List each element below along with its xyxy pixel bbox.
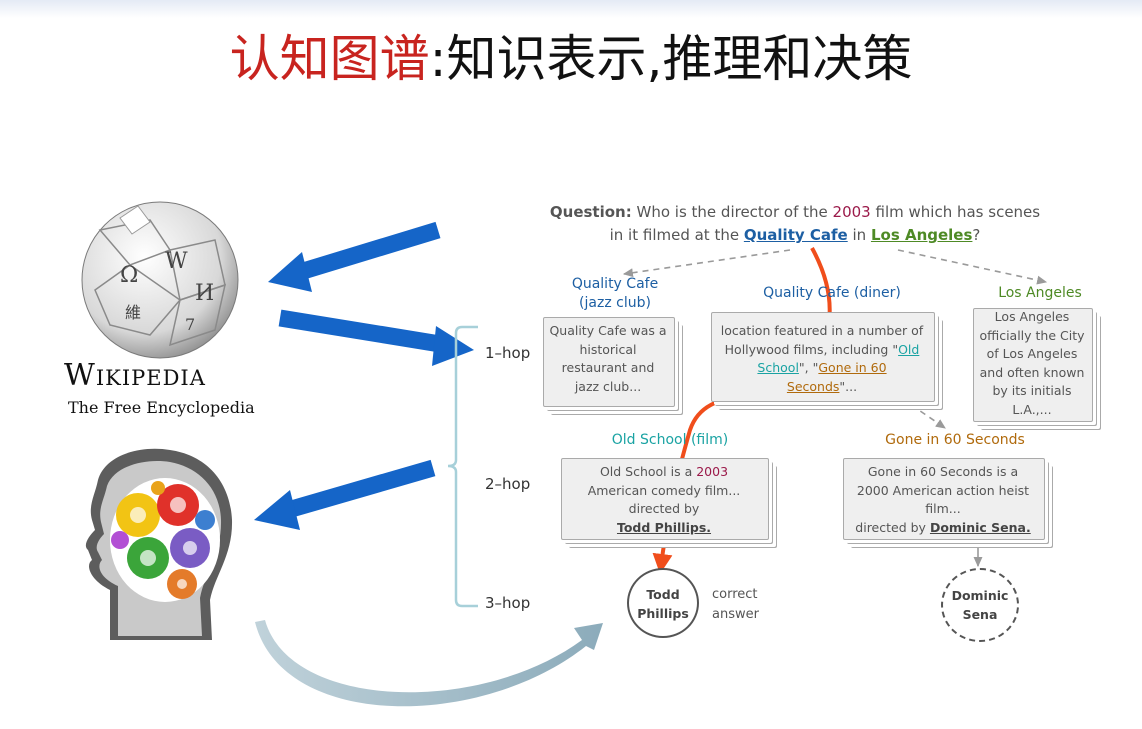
qc-jazz-line-2: historical — [579, 341, 637, 357]
answer-dominic-line-2: Sena — [962, 607, 998, 622]
wikipedia-globe-icon: Ω W И 維 7 — [81, 201, 239, 359]
qc-diner-link-school[interactable]: School — [757, 360, 799, 375]
card-qc-diner — [711, 312, 935, 402]
gone60-line-3: film... — [925, 501, 961, 516]
svg-text:維: 維 — [125, 303, 141, 322]
title-black-part: :知识表示,推理和决策 — [429, 30, 913, 88]
card-old-school — [561, 458, 769, 540]
hop-bracket — [447, 325, 478, 608]
gone60-line-2: 2000 American action heist — [856, 482, 1030, 498]
qc-diner-end: "... — [839, 378, 858, 394]
qc-diner-line-1: location featured in a number of — [720, 323, 924, 338]
svg-text:W: W — [165, 249, 188, 274]
svg-text:И: И — [195, 281, 214, 306]
old-school-line-3: directed by — [628, 501, 700, 516]
qc-diner-line-2: Hollywood films, including " — [724, 341, 899, 357]
card-la — [973, 308, 1093, 422]
question-text-b: film which has scenes — [875, 203, 1041, 221]
answer-node-todd-phillips: Todd Phillips — [627, 568, 699, 638]
arrow-wikipedia-to-1hop — [278, 309, 474, 366]
card-text-qc-diner: location featured in a number of Hollywo… — [711, 322, 933, 396]
correct-answer-note-1: correct — [712, 587, 758, 602]
gone60-director: Dominic Sena. — [929, 519, 1031, 535]
slide-title: 认知图谱:知识表示,推理和决策 — [0, 22, 1142, 96]
old-school-pre: Old School is a — [599, 464, 693, 479]
qc-diner-link-seconds[interactable]: Seconds — [786, 378, 840, 394]
qc-jazz-title: Quality Cafe — [571, 276, 659, 292]
old-school-year: 2003 — [696, 464, 729, 479]
hop-label-3: 3–hop — [485, 594, 531, 612]
answer-node-dominic-sena: Dominic Sena — [941, 568, 1019, 642]
node-title-gone60: Gone in 60 Seconds — [885, 432, 1025, 448]
brain-gears-icon — [85, 448, 233, 640]
la-line-5: by its initials — [992, 383, 1072, 398]
correct-answer-label: correct answer — [712, 585, 759, 625]
qc-diner-link-gone[interactable]: Gone in 60 — [818, 360, 887, 375]
qc-diner-link-old[interactable]: Old — [898, 341, 920, 357]
wikipedia-tagline: The Free Encyclopedia — [68, 398, 255, 417]
card-gone60 — [843, 458, 1045, 540]
la-line-1: Los Angeles — [994, 309, 1070, 324]
gone60-line-1: Gone in 60 Seconds is a — [867, 464, 1019, 479]
node-title-old-school: Old School (film) — [611, 432, 729, 448]
la-line-3: of Los Angeles — [986, 346, 1078, 361]
title-red-part: 认知图谱 — [229, 30, 430, 88]
question-year: 2003 — [832, 203, 871, 221]
answer-todd-line-2: Phillips — [637, 606, 689, 621]
question-text-a: Who is the director of the — [636, 203, 828, 221]
question-end: ? — [972, 226, 981, 244]
hop-label-2: 2–hop — [485, 475, 531, 493]
question-line-2: in it filmed at the Quality Cafe in Los … — [500, 224, 1090, 247]
qc-diner-mid: ", " — [798, 360, 819, 375]
wikipedia-wordmark: Wikipedia — [64, 358, 206, 393]
top-band — [0, 0, 1142, 18]
la-line-6: L.A.,... — [1012, 401, 1052, 417]
answer-dominic-line-1: Dominic — [951, 588, 1009, 603]
question-text-c: in it filmed at the — [609, 226, 740, 244]
qc-jazz-title2: (jazz club) — [579, 295, 651, 311]
svg-text:Ω: Ω — [120, 263, 138, 288]
question-text-d: in — [852, 226, 867, 244]
la-line-4: and often known — [979, 364, 1085, 380]
question-place: Quality Cafe — [743, 226, 848, 244]
correct-answer-note-2: answer — [712, 607, 759, 622]
qc-jazz-line-3: restaurant and — [561, 360, 655, 375]
card-text-old-school: Old School is a 2003 American comedy fil… — [561, 463, 767, 537]
question-line-1: Question: Who is the director of the 200… — [500, 201, 1090, 224]
old-school-director: Todd Phillips. — [616, 519, 712, 535]
node-title-la: Los Angeles — [998, 285, 1082, 301]
answer-todd-line-1: Todd — [646, 587, 680, 602]
arrow-2hop-to-brain — [254, 459, 436, 530]
question-city: Los Angeles — [870, 226, 973, 244]
curved-arrow-to-answer — [255, 620, 603, 707]
card-qc-jazz — [543, 317, 675, 407]
svg-text:7: 7 — [185, 315, 195, 334]
card-text-gone60: Gone in 60 Seconds is a 2000 American ac… — [843, 463, 1043, 537]
node-title-qc-diner: Quality Cafe (diner) — [763, 285, 901, 301]
node-title-qc-jazz: Quality Cafe (jazz club) — [540, 275, 690, 313]
card-text-qc-jazz: Quality Cafe was a historical restaurant… — [543, 322, 673, 396]
qc-jazz-line-4: jazz club... — [574, 378, 642, 394]
gone60-line-4: directed by — [855, 519, 926, 535]
card-text-la: Los Angeles officially the City of Los A… — [973, 308, 1091, 419]
old-school-line-2: American comedy film... — [587, 482, 741, 498]
question-label: Question: — [549, 203, 632, 221]
la-line-2: officially the City — [979, 327, 1085, 343]
arrow-kb-to-wikipedia — [268, 221, 441, 292]
qc-jazz-line-1: Quality Cafe was a — [549, 323, 667, 338]
hop-label-1: 1–hop — [485, 344, 531, 362]
